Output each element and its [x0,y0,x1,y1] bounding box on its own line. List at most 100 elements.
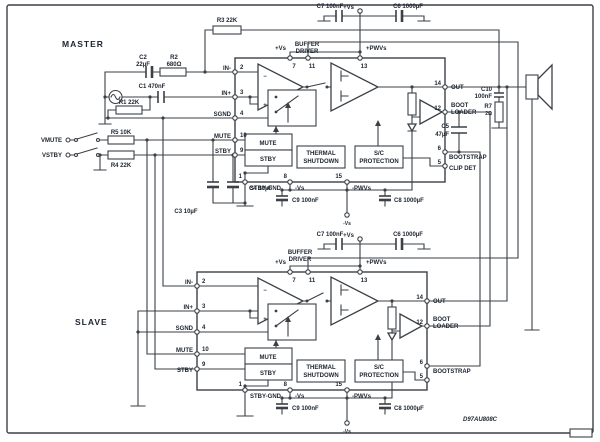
resistor-r3 [212,25,242,35]
label-r4: R4 22K [111,163,132,169]
label-in-plus-master: IN+ [221,91,231,97]
label-in-minus-slave: IN- [185,280,193,286]
resistor-r4 [107,150,135,160]
pin5-master: 5 [438,160,442,166]
label-c10-value: 100nF [475,94,493,100]
pin11-master: 11 [309,64,316,70]
master-mute-block-label: MUTE [260,141,277,147]
slave-stby-block-label: STBY [260,371,276,377]
speaker-icon [525,63,553,111]
pin1-slave: 1 [239,382,243,388]
resistor-r2 [159,67,187,77]
label-r3: R3 22K [217,18,238,24]
amplifier-stages [257,61,444,340]
label-r7: R7 [484,104,492,110]
label-sgnd-master: SGND [214,112,232,118]
label-driver-slave: DRIVER [289,257,312,263]
pin13-master: 13 [361,64,368,70]
master-thermal-label1: THERMAL [306,151,336,157]
label-buffer-slave: BUFFER [288,250,313,256]
pin7-master: 7 [292,64,296,70]
master-input-switch-box [267,89,317,127]
pin12-slave: 12 [416,320,423,326]
label-mute-master: MUTE [214,134,231,140]
label-c1: C1 470nF [139,84,166,90]
label-in-minus-master: IN- [223,66,231,72]
pin6-slave: 6 [420,360,424,366]
ic-pins [194,55,448,393]
pin2-master: 2 [240,65,244,71]
label-sgnd-slave: SGND [176,326,194,332]
label-c6-slave: C6 1000µF [393,232,423,238]
drawing-code: D97AU808C [463,417,498,423]
master-section-title: MASTER [62,39,104,49]
label-pos-pwvs-slave: +PWVs [366,260,387,266]
slave-pos-vs-terminal [357,236,363,242]
label-c3: C3 10µF [174,209,197,215]
pin8-master: 8 [284,174,288,180]
label-negvs-slave: -Vs [295,394,305,400]
master-stby-block [244,149,293,167]
master-thermal-label2: SHUTDOWN [303,159,338,165]
slave-sc-label1: S/C [374,365,385,371]
mute-switches [267,89,317,341]
label-negvs-terminal-slave: -Vs [343,429,351,435]
label-c4: C4 10µF [249,186,272,192]
label-c2-value: 22µF [136,62,150,68]
label-negpwvs-master: -PWVs [352,186,372,192]
supply-terminals [344,8,363,426]
slave-power-stage [330,275,380,327]
master-neg-vs-terminal [344,212,350,218]
label-stby-slave: STBY [177,368,193,374]
label-in-plus-slave: IN+ [183,305,193,311]
master-thermal-block [296,145,346,169]
pin8-slave: 8 [284,382,288,388]
label-c5: C5 [441,124,449,130]
label-boot-slave: BOOT [433,317,451,323]
border-tab [569,428,593,438]
slave-sc-block [354,359,404,383]
label-loader-master: LOADER [451,110,477,116]
master-bootloader-buffer [419,98,444,126]
slave-sc-label2: PROTECTION [359,373,398,379]
label-stbygnd-slave: STBY-GND [250,394,282,400]
pin7-slave: 7 [292,278,296,284]
pin12-master: 12 [434,106,441,112]
pin10-slave: 10 [202,347,209,353]
label-r5: R5 10K [111,130,132,136]
label-negpwvs-slave: -PWVs [352,394,372,400]
label-c7-master: C7 100nF [317,4,344,10]
master-sc-block [354,145,404,169]
resistors [107,25,504,330]
label-c9-slave: C9 100nF [292,406,319,412]
label-c5-value: 47µF [435,132,449,138]
label-vmute: VMUTE [41,138,62,144]
label-stby-master: STBY [215,149,231,155]
master-power-stage [330,61,380,113]
slave-opamp-plus: + [263,317,267,323]
label-vstby: VSTBY [42,153,62,159]
label-r2-value: 680Ω [167,62,182,68]
label-c6-master: C6 1000µF [393,4,423,10]
page-border [6,4,594,434]
master-pos-vs-terminal [357,8,363,14]
label-clipdet-master: CLIP DET [449,166,477,172]
resistor-r1 [115,105,143,115]
label-bootstrap-slave: BOOTSTRAP [433,369,471,375]
label-pos-vs-master: +Vs [343,5,355,11]
junction-dots [98,50,509,400]
label-bootstrap-master: BOOTSTRAP [449,155,487,161]
zener-diodes [386,123,418,342]
label-pos-vs-pin7-slave: +Vs [275,260,287,266]
label-driver-master: DRIVER [296,49,319,55]
function-blocks [244,120,404,383]
label-buffer-master: BUFFER [295,42,320,48]
pin4-master: 4 [240,111,244,117]
label-out-slave: OUT [433,299,446,305]
label-out-master: OUT [451,85,464,91]
label-c8-slave: C8 1000µF [394,406,424,412]
pin5-slave: 5 [420,374,424,380]
label-r7-value: 2Ω [485,111,492,117]
label-pos-pwvs-master: +PWVs [366,46,387,52]
